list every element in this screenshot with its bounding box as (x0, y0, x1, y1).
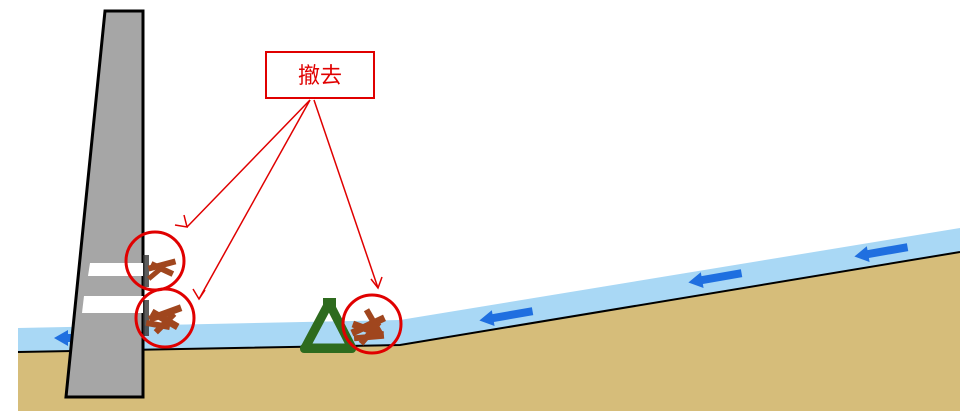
riverbed-line (17, 251, 960, 353)
dam-opening-upper (88, 263, 143, 276)
marker-circle-lower (134, 287, 196, 349)
flow-arrow-icon (479, 307, 534, 326)
marker-circle-structure (341, 293, 403, 355)
flow-arrow-icon (688, 269, 743, 288)
callout-box: 撤去 (265, 51, 375, 99)
dam-wall (64, 9, 149, 399)
removal-markers (124, 230, 403, 355)
dam-opening-lower (82, 296, 143, 313)
flow-arrow-icon (854, 243, 909, 262)
driftwood-icon (350, 308, 387, 346)
callout-label: 撤去 (298, 64, 342, 89)
grating-lower (143, 300, 149, 336)
callout-arrows (174, 99, 383, 301)
grating-upper (143, 255, 149, 287)
triangle-frame-icon (300, 298, 357, 353)
driftwood-icon (147, 258, 177, 281)
driftwood-icon (145, 304, 183, 335)
